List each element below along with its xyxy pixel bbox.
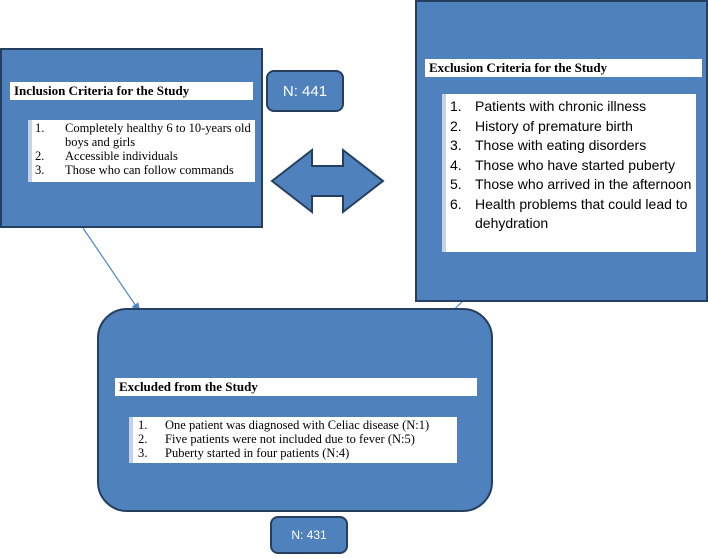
excluded-title: Excluded from the Study [115, 378, 477, 396]
inclusion-title: Inclusion Criteria for the Study [10, 82, 253, 100]
list-item: 6.Health problems that could lead to deh… [450, 195, 688, 232]
exclusion-criteria-box: Exclusion Criteria for the Study 1.Patie… [415, 0, 708, 302]
n-total-badge: N: 441 [266, 70, 344, 112]
list-item: 2.Accessible individuals [35, 149, 178, 163]
excluded-list: 1.One patient was diagnosed with Celiac … [129, 417, 457, 463]
n-final-badge: N: 431 [270, 516, 348, 554]
exclusion-list: 1.Patients with chronic illness 2.Histor… [442, 94, 696, 252]
list-item: 1.Patients with chronic illness [450, 98, 647, 114]
inclusion-criteria-box: Inclusion Criteria for the Study 1.Compl… [0, 48, 263, 228]
list-item: 1.One patient was diagnosed with Celiac … [138, 418, 430, 432]
n-total-label: N: 441 [282, 82, 328, 100]
arrow-inclusion-to-excluded [82, 227, 141, 313]
list-item: 3.Those with eating disorders [450, 137, 647, 153]
excluded-box: Excluded from the Study 1.One patient wa… [97, 308, 493, 512]
list-item: 2.Five patients were not included due to… [138, 432, 415, 446]
list-item: 3.Those who can follow commands [35, 163, 234, 177]
n-final-label: N: 431 [291, 528, 327, 542]
list-item: 3.Puberty started in four patients (N:4) [138, 446, 350, 460]
list-item: 5.Those who arrived in the afternoon [450, 176, 692, 192]
exclusion-title: Exclusion Criteria for the Study [425, 59, 702, 77]
list-item: 2.History of premature birth [450, 117, 633, 134]
inclusion-list: 1.Completely healthy 6 to 10-years old b… [28, 120, 255, 182]
list-item: 1.Completely healthy 6 to 10-years old b… [35, 121, 251, 149]
list-item: 4.Those who have started puberty [450, 156, 676, 173]
